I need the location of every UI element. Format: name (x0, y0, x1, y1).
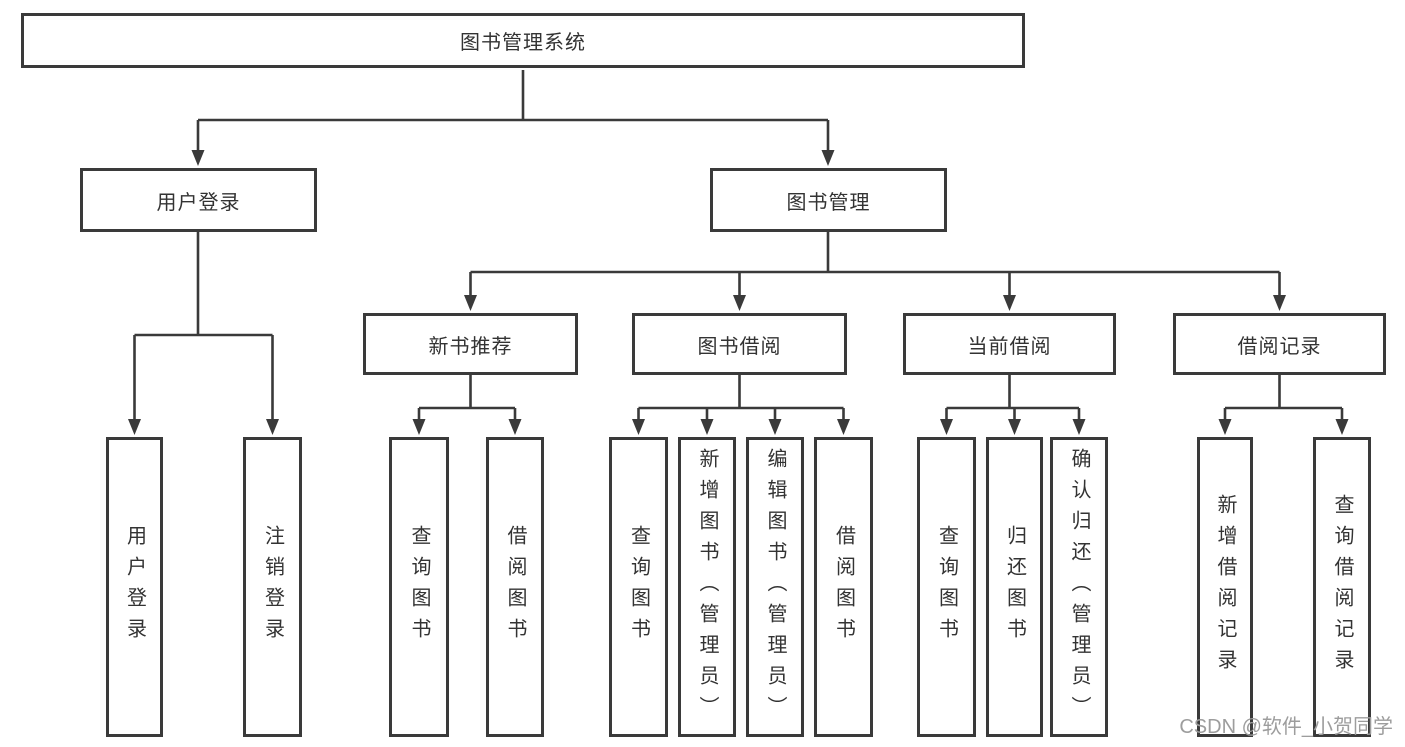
leaf-edit-book-admin-label: 编辑图书（管理员） (764, 447, 786, 727)
node-book-borrowing-label: 图书借阅 (697, 335, 782, 358)
leaf-logout: 注销登录 (243, 437, 302, 737)
leaf-confirm-return-admin: 确认归还（管理员） (1050, 437, 1108, 737)
leaf-add-borrow-record-label: 新增借阅记录 (1214, 494, 1236, 680)
leaf-query-borrow-record-label: 查询借阅记录 (1331, 494, 1353, 680)
leaf-confirm-return-admin-label: 确认归还（管理员） (1068, 447, 1090, 727)
leaf-query-books-recommend-label: 查询图书 (408, 525, 430, 649)
leaf-query-books-current-label: 查询图书 (935, 525, 958, 649)
leaf-user-login-label: 用户登录 (123, 525, 146, 649)
connector-userlogin-to-leaves (133, 232, 274, 421)
node-borrowing-records-label: 借阅记录 (1237, 335, 1322, 358)
leaf-query-books-current: 查询图书 (917, 437, 976, 737)
leaf-borrow-books-borrowing-label: 借阅图书 (832, 525, 855, 649)
connector-borrowrecords-to-leaves (1223, 375, 1344, 421)
leaf-logout-label: 注销登录 (261, 525, 284, 649)
leaf-query-borrow-record: 查询借阅记录 (1313, 437, 1371, 737)
leaf-add-borrow-record: 新增借阅记录 (1197, 437, 1253, 737)
node-root-label: 图书管理系统 (460, 32, 586, 54)
node-book-borrowing: 图书借阅 (632, 313, 847, 375)
leaf-user-login: 用户登录 (106, 437, 163, 737)
node-root: 图书管理系统 (21, 13, 1025, 68)
connector-bookborrow-to-leaves (637, 375, 845, 421)
leaf-add-book-admin-label: 新增图书（管理员） (696, 447, 718, 727)
leaf-return-books: 归还图书 (986, 437, 1043, 737)
leaf-query-books-borrowing-label: 查询图书 (627, 525, 650, 649)
node-book-management-label: 图书管理 (786, 191, 871, 214)
node-user-login-label: 用户登录 (156, 191, 241, 214)
leaf-add-book-admin: 新增图书（管理员） (678, 437, 736, 737)
csdn-watermark: CSDN @软件_小贺同学 (1179, 716, 1393, 738)
node-book-management: 图书管理 (710, 168, 947, 232)
leaf-return-books-label: 归还图书 (1003, 525, 1026, 649)
connector-bookmgmt-to-level3 (469, 232, 1281, 297)
leaf-query-books-borrowing: 查询图书 (609, 437, 668, 737)
leaf-edit-book-admin: 编辑图书（管理员） (746, 437, 804, 737)
connector-newbookrec-to-leaves (417, 375, 517, 421)
connector-root-to-level2 (196, 70, 830, 152)
node-new-book-recommendation-label: 新书推荐 (428, 335, 513, 358)
leaf-borrow-books-recommend-label: 借阅图书 (504, 525, 526, 649)
node-user-login: 用户登录 (80, 168, 317, 232)
node-new-book-recommendation: 新书推荐 (363, 313, 578, 375)
node-borrowing-records: 借阅记录 (1173, 313, 1386, 375)
connector-currentborrow-to-leaves (945, 375, 1081, 421)
node-current-borrowing: 当前借阅 (903, 313, 1116, 375)
leaf-query-books-recommend: 查询图书 (389, 437, 449, 737)
leaf-borrow-books-recommend: 借阅图书 (486, 437, 544, 737)
leaf-borrow-books-borrowing: 借阅图书 (814, 437, 873, 737)
node-current-borrowing-label: 当前借阅 (967, 335, 1052, 358)
